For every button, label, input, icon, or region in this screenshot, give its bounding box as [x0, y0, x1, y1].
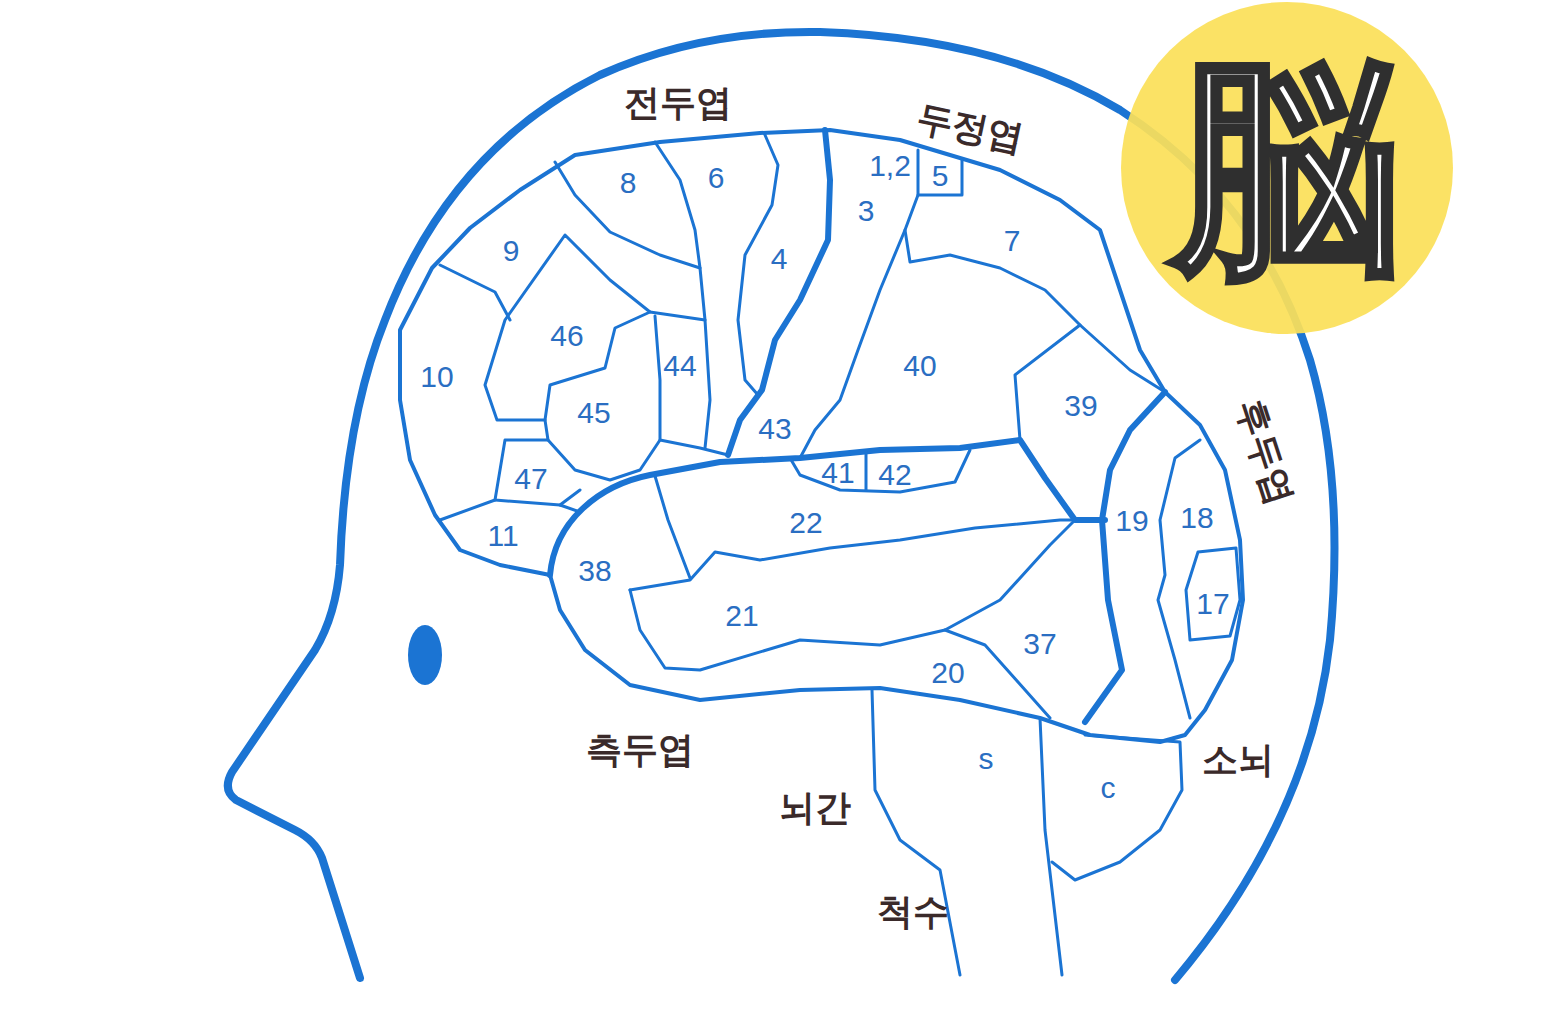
central-sulcus — [728, 130, 830, 455]
area-boundary — [548, 440, 660, 480]
lobe-name: 측두엽 — [586, 730, 694, 770]
brain-logo-badge: 脳 — [1121, 2, 1453, 334]
brodmann-area-number: 47 — [514, 462, 547, 495]
lobe-name: 뇌간 — [779, 788, 851, 828]
area-boundary — [790, 450, 970, 492]
area-boundary — [1158, 440, 1200, 718]
lobe-name: 전두엽 — [624, 83, 732, 123]
brainstem-outline — [872, 690, 960, 975]
brodmann-area-number: 10 — [420, 360, 453, 393]
area-boundary — [1186, 548, 1240, 640]
cerebellum-outline — [1052, 735, 1182, 880]
lobe-name: 소뇌 — [1202, 740, 1274, 780]
brodmann-area-number: 40 — [903, 349, 936, 382]
brodmann-area-number: 44 — [663, 349, 696, 382]
brodmann-area-number: 4 — [771, 242, 788, 275]
lobe-name: 후두엽 — [1229, 395, 1300, 510]
brodmann-area-number: 5 — [932, 159, 949, 192]
brodmann-area-number: 38 — [578, 554, 611, 587]
brodmann-area-number: 21 — [725, 599, 758, 632]
area-boundary — [560, 505, 580, 512]
brodmann-area-number: 20 — [931, 656, 964, 689]
area-boundary — [905, 230, 1165, 392]
area-boundary — [800, 195, 918, 458]
parieto-occipital-sulcus — [1085, 392, 1165, 722]
brodmann-area-number: 9 — [503, 234, 520, 267]
area-boundaries — [440, 135, 1240, 975]
brodmann-area-number: 6 — [708, 161, 725, 194]
brodmann-area-number: c — [1101, 771, 1116, 804]
area-boundary — [440, 265, 510, 320]
brodmann-area-number: 37 — [1023, 627, 1056, 660]
lobe-name: 척수 — [877, 892, 949, 932]
area-boundary — [440, 500, 495, 520]
area-boundary — [655, 142, 710, 448]
area-boundary — [1015, 325, 1080, 440]
area-boundary — [630, 520, 1075, 670]
brainstem-outline — [1040, 718, 1062, 975]
area-boundary — [630, 520, 1102, 590]
brodmann-area-number: 17 — [1196, 587, 1229, 620]
brodmann-area-number: 7 — [1004, 224, 1021, 257]
badge-glyph: 脳 — [1172, 53, 1402, 283]
area-boundary — [655, 476, 690, 578]
brodmann-area-number: 22 — [789, 506, 822, 539]
brodmann-area-number: 43 — [758, 412, 791, 445]
brodmann-area-number: 18 — [1180, 501, 1213, 534]
brodmann-area-number: 46 — [550, 319, 583, 352]
brodmann-area-number: 11 — [487, 519, 518, 552]
area-boundary — [918, 150, 962, 195]
area-boundary — [655, 316, 728, 455]
brodmann-area-number: 3 — [858, 194, 875, 227]
brodmann-area-number: 19 — [1115, 504, 1148, 537]
lateral-sulcus — [550, 440, 1105, 575]
brodmann-area-number: 41 — [821, 456, 854, 489]
brodmann-area-number: 45 — [577, 396, 610, 429]
area-boundary — [865, 452, 868, 490]
brodmann-area-number: s — [979, 742, 994, 775]
eye — [408, 625, 442, 685]
brodmann-area-number: 39 — [1064, 389, 1097, 422]
area-boundary — [650, 312, 705, 320]
cerebrum-outline — [400, 130, 1243, 742]
brodmann-area-number: 8 — [620, 166, 637, 199]
brodmann-area-number: 1,2 — [869, 149, 911, 182]
brodmann-area-number: 42 — [878, 458, 911, 491]
